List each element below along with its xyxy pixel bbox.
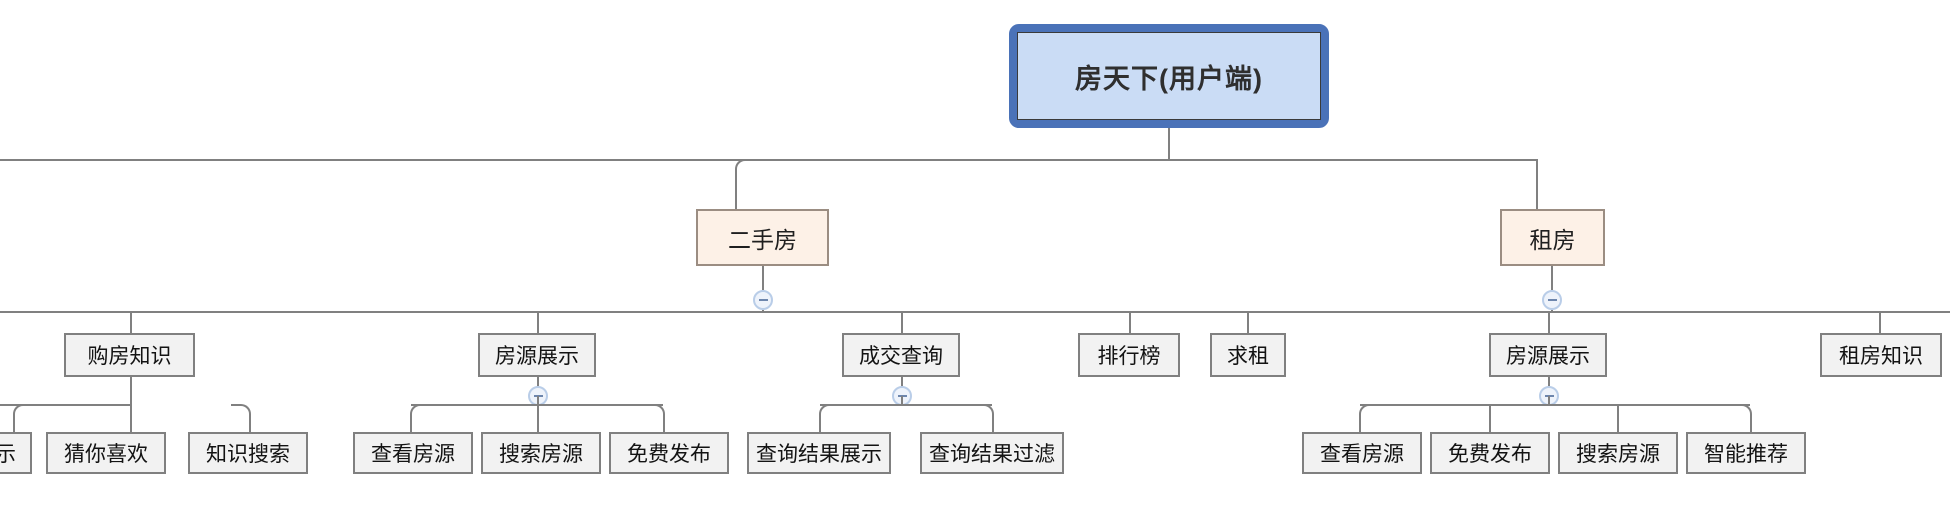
connector-elbow-chakanfangyuan-a <box>410 404 430 434</box>
label-chengjiaochaxun: 成交查询 <box>859 345 943 368</box>
connector-zufang-to-toggle <box>1551 266 1553 290</box>
connector-elbow-chaxunjieguoguolv <box>974 404 994 434</box>
connector-drop-chengjiaochaxun <box>901 311 903 333</box>
connector-fangyuanzhanshi-a-stem <box>537 396 539 404</box>
node-goufangzhishi[interactable]: 购房知识 <box>64 333 195 377</box>
label-zhishisousuo: 知识搜索 <box>206 443 290 466</box>
root-node[interactable]: 房天下(用户端) <box>1009 24 1329 128</box>
connector-chengjiaochaxun-to-toggle <box>901 377 903 387</box>
leaf-zhinengtuijian[interactable]: 智能推荐 <box>1686 432 1806 474</box>
label-chaxunjieguozhanshi: 查询结果展示 <box>756 443 882 466</box>
connector-drop-sousuofangyuan-b <box>1617 404 1619 432</box>
connector-drop-fangyuanzhanshi-b <box>1548 311 1550 333</box>
leaf-mianfeifabu-b[interactable]: 免费发布 <box>1430 432 1550 474</box>
connector-drop-zufangzhishi <box>1879 311 1881 333</box>
connector-elbow-chakanfangyuan-b <box>1359 404 1379 434</box>
connector-goufangzhishi-stem <box>130 377 132 404</box>
connector-drop-paihangbang <box>1129 311 1131 333</box>
connector-drop-goufangzhishi <box>130 311 132 333</box>
label-paihangbang: 排行榜 <box>1097 345 1161 368</box>
connector-root-stem <box>1168 128 1170 160</box>
leaf-zhanshi[interactable]: 展示 <box>0 432 32 474</box>
connector-fangyuanzhanshi-b-stem <box>1548 396 1550 404</box>
label-sousuofangyuan-a: 搜索房源 <box>499 443 583 466</box>
connector-elbow-mianfeifabu-a <box>645 404 665 434</box>
leaf-cainixihuan[interactable]: 猜你喜欢 <box>46 432 166 474</box>
connector-fangyuanzhanshi-a-to-toggle <box>537 377 539 387</box>
label-fangyuanzhanshi-b: 房源展示 <box>1506 345 1590 368</box>
label-chakanfangyuan-b: 查看房源 <box>1320 443 1404 466</box>
root-node-label: 房天下(用户端) <box>1017 32 1321 120</box>
node-qiuzu[interactable]: 求租 <box>1210 333 1286 377</box>
leaf-chaxunjieguoguolv[interactable]: 查询结果过滤 <box>920 432 1064 474</box>
label-cainixihuan: 猜你喜欢 <box>64 443 148 466</box>
label-qiuzu: 求租 <box>1227 345 1269 368</box>
connector-bar-goufangzhishi <box>0 404 131 406</box>
leaf-sousuofangyuan-b[interactable]: 搜索房源 <box>1558 432 1678 474</box>
connector-drop-qiuzu <box>1247 311 1249 333</box>
connector-elbow-chaxunjieguozhanshi <box>819 404 839 434</box>
label-chaxunjieguoguolv: 查询结果过滤 <box>929 443 1055 466</box>
collapse-toggle-ershoufang[interactable] <box>753 290 773 310</box>
label-zufangzhishi: 租房知识 <box>1839 345 1923 368</box>
label-sousuofangyuan-b: 搜索房源 <box>1576 443 1660 466</box>
connector-level3-trunk <box>0 311 1950 313</box>
connector-ershoufang-to-toggle <box>762 266 764 290</box>
leaf-zhishisousuo[interactable]: 知识搜索 <box>188 432 308 474</box>
connector-drop-zufang <box>1536 159 1538 209</box>
connector-chengjiaochaxun-stem <box>901 396 903 404</box>
category-label-ershoufang: 二手房 <box>728 226 797 253</box>
label-fangyuanzhanshi-a: 房源展示 <box>495 345 579 368</box>
leaf-mianfeifabu-a[interactable]: 免费发布 <box>609 432 729 474</box>
connector-fangyuanzhanshi-b-to-toggle <box>1548 377 1550 387</box>
leaf-sousuofangyuan-a[interactable]: 搜索房源 <box>481 432 601 474</box>
category-label-zufang: 租房 <box>1529 226 1576 253</box>
category-node-zufang[interactable]: 租房 <box>1500 209 1605 266</box>
label-zhanshi: 展示 <box>0 443 16 466</box>
connector-bar-chengjiaochaxun <box>820 404 992 406</box>
connector-elbow-zhanshi <box>13 404 33 434</box>
category-node-ershoufang[interactable]: 二手房 <box>696 209 829 266</box>
leaf-chakanfangyuan-a[interactable]: 查看房源 <box>353 432 473 474</box>
connector-drop-fangyuanzhanshi-a <box>537 311 539 333</box>
leaf-chaxunjieguozhanshi[interactable]: 查询结果展示 <box>747 432 891 474</box>
label-mianfeifabu-b: 免费发布 <box>1448 443 1532 466</box>
connector-elbow-ershoufang <box>735 159 759 211</box>
label-zhinengtuijian: 智能推荐 <box>1704 443 1788 466</box>
node-paihangbang[interactable]: 排行榜 <box>1078 333 1180 377</box>
connector-elbow-zhinengtuijian <box>1732 404 1752 434</box>
label-goufangzhishi: 购房知识 <box>87 345 172 368</box>
node-zufangzhishi[interactable]: 租房知识 <box>1820 333 1942 377</box>
connector-drop-cainixihuan <box>130 404 132 432</box>
connector-level2-trunk <box>0 159 1537 161</box>
connector-drop-mianfeifabu-b <box>1489 404 1491 432</box>
leaf-chakanfangyuan-b[interactable]: 查看房源 <box>1302 432 1422 474</box>
connector-bar-fangyuanzhanshi-b <box>1360 404 1750 406</box>
node-chengjiaochaxun[interactable]: 成交查询 <box>842 333 960 377</box>
node-fangyuanzhanshi-a[interactable]: 房源展示 <box>478 333 596 377</box>
connector-elbow-zhishisousuo <box>231 404 251 434</box>
minus-icon <box>1547 299 1557 301</box>
collapse-toggle-zufang[interactable] <box>1542 290 1562 310</box>
node-fangyuanzhanshi-b[interactable]: 房源展示 <box>1489 333 1607 377</box>
minus-icon <box>758 299 768 301</box>
connector-drop-sousuofangyuan-a <box>537 404 539 432</box>
label-mianfeifabu-a: 免费发布 <box>627 443 711 466</box>
label-chakanfangyuan-a: 查看房源 <box>371 443 455 466</box>
